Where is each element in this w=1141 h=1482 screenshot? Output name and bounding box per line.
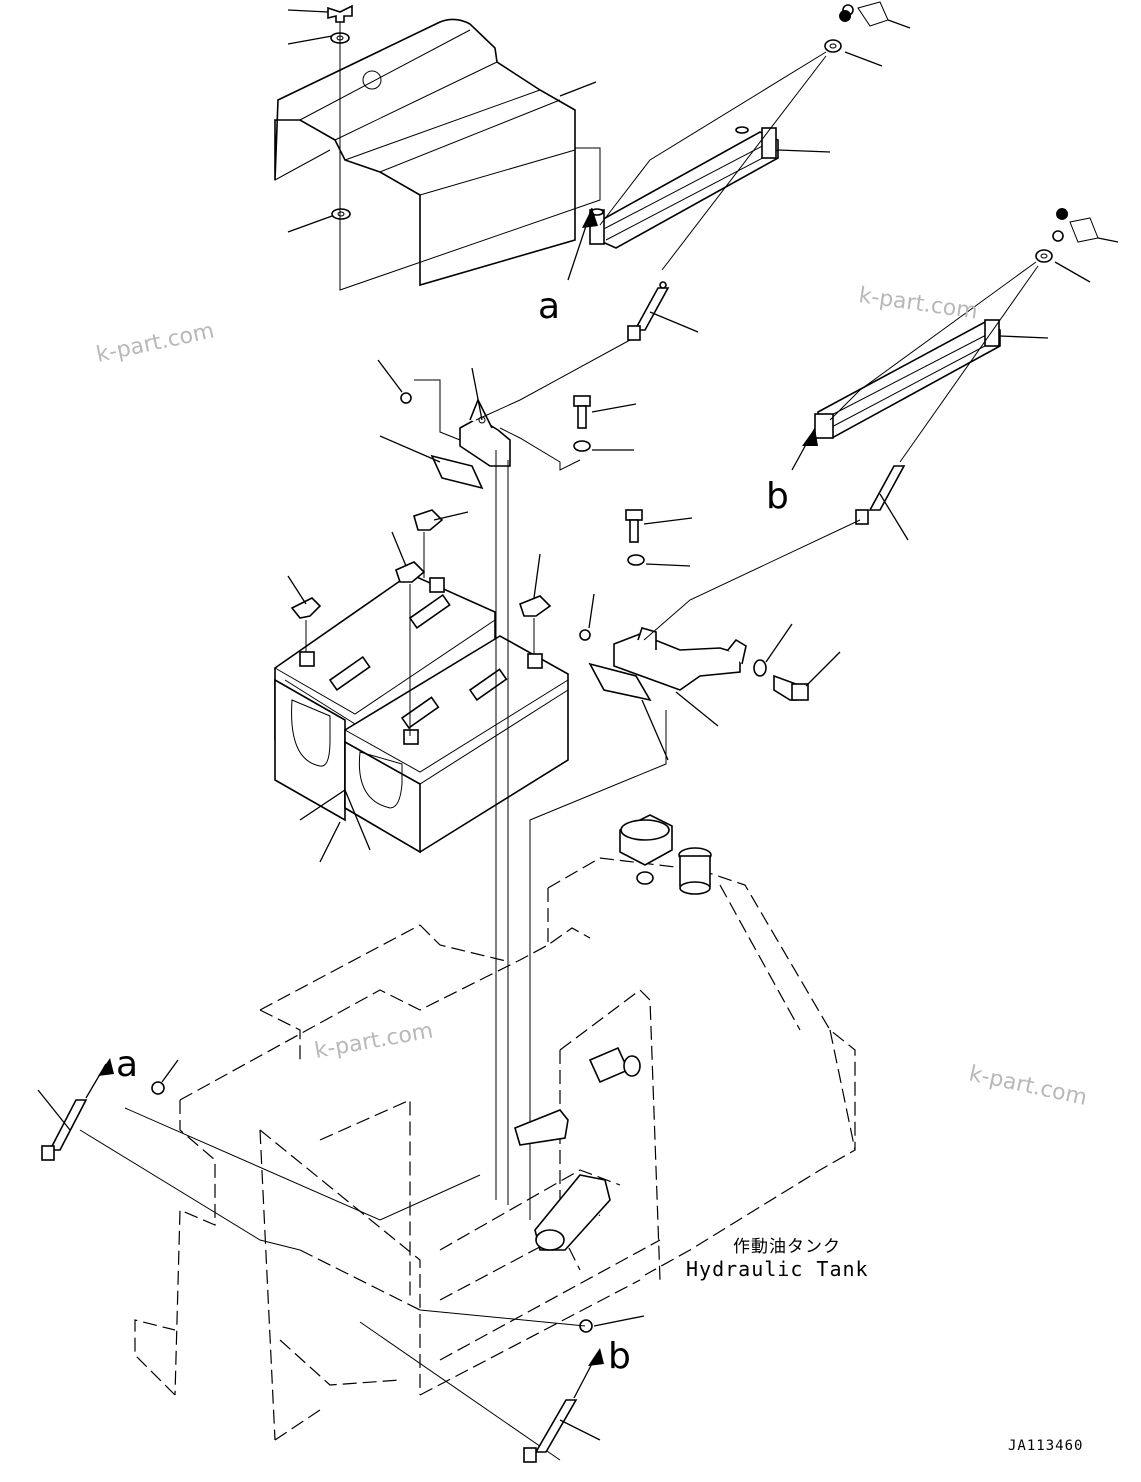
small-bolt-right (579, 629, 591, 641)
nut-b (1052, 208, 1099, 243)
callout-a-left: a (116, 1044, 138, 1085)
mounting-bracket-upper (459, 398, 511, 467)
side-washer (753, 659, 767, 677)
washer-b (1035, 249, 1053, 263)
mounting-bracket-lower (613, 627, 747, 691)
battery-cover (274, 18, 576, 287)
frame-j-bolt-a (41, 1099, 88, 1161)
terminal-clamp-1 (290, 597, 322, 619)
washer-lower (627, 554, 645, 566)
terminal-clamp-4 (519, 595, 552, 617)
watermark-3: k-part.com (313, 1018, 435, 1063)
terminal-clamp-2 (395, 561, 426, 583)
hold-down-bar-a (589, 126, 779, 249)
j-bolt-a (627, 281, 670, 341)
rubber-pad-upper (430, 454, 484, 490)
hex-bolt-lower (625, 509, 643, 543)
battery-terminal-4 (403, 729, 419, 745)
return-pipe (514, 1109, 569, 1146)
machine-frame (134, 924, 661, 1441)
filler-port (678, 847, 712, 895)
tank-label-japanese: 作動油タンク (733, 1237, 841, 1257)
callout-b-top: b (766, 476, 789, 517)
tank-label-english: Hydraulic Tank (686, 1257, 869, 1281)
wing-nut (327, 4, 353, 23)
small-bolt-left (400, 392, 412, 404)
nut-a (839, 1, 889, 27)
battery-terminal-3 (527, 653, 543, 669)
watermark-2: k-part.com (857, 283, 979, 324)
battery-front (344, 635, 569, 854)
suction-pipe (534, 1174, 611, 1251)
battery-terminal-1 (299, 651, 315, 667)
watermark-1: k-part.com (94, 319, 216, 368)
hold-down-bar-b (814, 319, 1001, 439)
battery-rear (274, 573, 496, 822)
frame-j-bolt-b (523, 1399, 578, 1463)
callout-b-bottom: b (608, 1336, 631, 1377)
terminal-clamp-3 (413, 509, 444, 531)
cover-washer-bottom (331, 208, 351, 220)
callout-a-top: a (538, 286, 560, 327)
breather-cap (619, 814, 673, 866)
frame-nut-left (151, 1081, 165, 1095)
hex-bolt-upper (573, 395, 591, 429)
hydraulic-tank (547, 857, 856, 1281)
rubber-pad-lower (588, 662, 652, 702)
battery-terminal-2 (429, 577, 445, 593)
drawing-code: JA113460 (1008, 1438, 1083, 1454)
washer-upper (573, 440, 591, 452)
side-bolt (773, 674, 809, 701)
washer-a (824, 39, 842, 53)
watermark-4: k-part.com (967, 1061, 1089, 1110)
tank-plug (636, 871, 654, 885)
tank-flange (588, 1046, 641, 1084)
